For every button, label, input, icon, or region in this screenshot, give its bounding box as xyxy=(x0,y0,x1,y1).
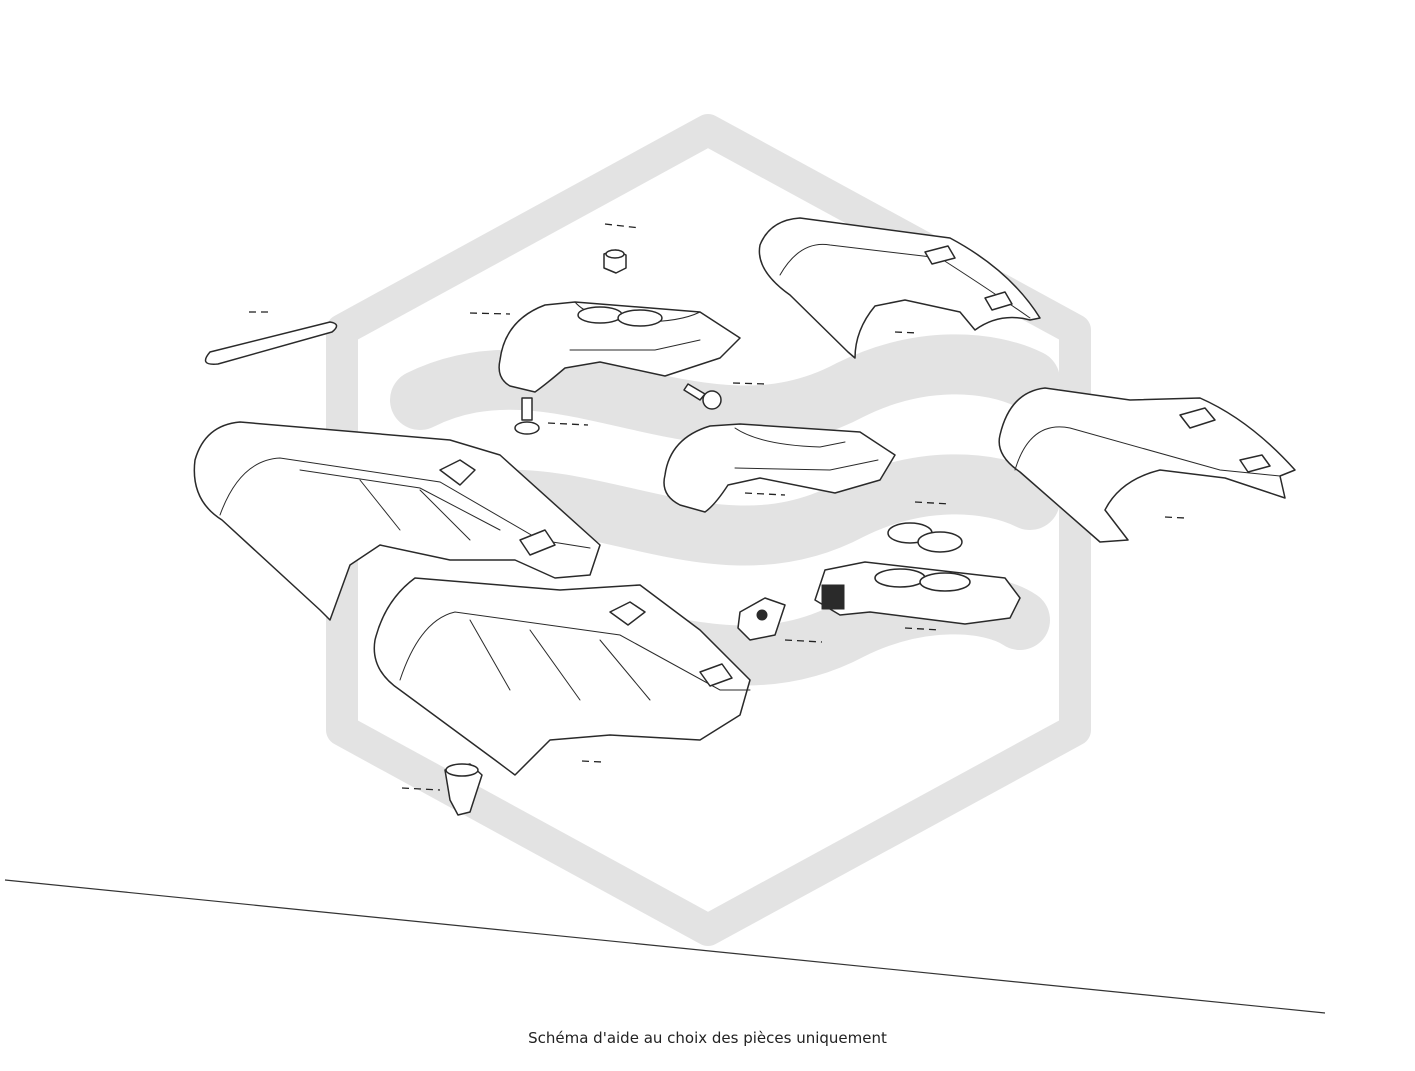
ground-line xyxy=(4,879,1326,1014)
screw-b xyxy=(683,382,767,410)
clip xyxy=(401,763,483,816)
cupholder-insert xyxy=(814,561,1021,631)
diagram-caption: Schéma d'aide au choix des pièces unique… xyxy=(528,1029,887,1047)
middle-armrest-lid xyxy=(663,423,896,513)
console-panel-lower xyxy=(373,577,751,776)
console-panel-upper xyxy=(193,421,601,621)
front-armrest-lid xyxy=(469,301,741,393)
switch-module xyxy=(737,597,823,643)
screw-a xyxy=(514,397,589,435)
cap-nut xyxy=(603,223,641,274)
cupholder-ring xyxy=(887,501,963,553)
rear-cover-lower xyxy=(998,387,1296,543)
wire-hook xyxy=(204,311,338,365)
rear-cover-upper xyxy=(758,217,1041,359)
